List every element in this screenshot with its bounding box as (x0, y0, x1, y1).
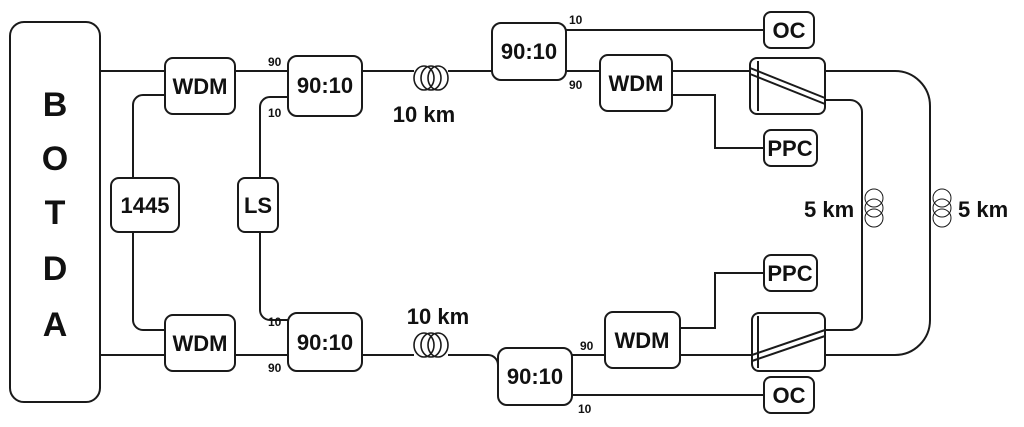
port-label-10: 10 (268, 315, 282, 329)
svg-text:OC: OC (773, 18, 806, 43)
wdm-bottom-right: WDM (604, 311, 681, 369)
botda-unit: B O T D A (9, 21, 101, 403)
port-label-90: 90 (268, 55, 282, 69)
botda-letter: O (42, 140, 68, 178)
ppc-bottom: PPC (763, 254, 818, 292)
fiber-length-inner: 5 km (804, 197, 854, 222)
port-label-10: 10 (578, 402, 592, 416)
fiber-length-bottom: 10 km (407, 304, 469, 329)
fiber-spool-inner-icon (864, 188, 884, 228)
svg-text:WDM: WDM (609, 71, 664, 96)
circulator-bottom-icon (751, 312, 826, 372)
coupler-bottom-right: 90:10 (497, 347, 573, 406)
botda-letter: T (45, 194, 66, 232)
oc-bottom: OC (763, 376, 815, 414)
port-label-10: 10 (569, 13, 583, 27)
svg-text:WDM: WDM (173, 74, 228, 99)
wdm-top-left: WDM (164, 57, 236, 115)
fiber-length-outer: 5 km (958, 197, 1008, 222)
svg-text:90:10: 90:10 (501, 39, 557, 64)
port-label-90: 90 (268, 361, 282, 375)
botda-letter: B (43, 86, 68, 124)
svg-text:PPC: PPC (767, 136, 812, 161)
svg-text:90:10: 90:10 (297, 330, 353, 355)
circulator-top-icon (749, 57, 826, 115)
botda-letter: D (43, 250, 68, 288)
botda-letter: A (43, 306, 68, 344)
svg-text:WDM: WDM (173, 331, 228, 356)
fiber-spool-bottom-icon (413, 332, 449, 358)
svg-text:LS: LS (244, 193, 272, 218)
port-label-90: 90 (580, 339, 594, 353)
filter-1445: 1445 (110, 177, 180, 233)
coupler-top-right: 90:10 (491, 22, 567, 81)
svg-text:1445: 1445 (121, 193, 170, 218)
fiber-spool-outer-icon (932, 188, 952, 228)
svg-text:90:10: 90:10 (507, 364, 563, 389)
svg-text:WDM: WDM (615, 328, 670, 353)
port-label-90: 90 (569, 78, 583, 92)
coupler-top-left: 90:10 (287, 55, 363, 117)
svg-text:OC: OC (773, 383, 806, 408)
coupler-bottom-left: 90:10 (287, 312, 363, 372)
fiber-length-top: 10 km (393, 102, 455, 127)
svg-text:90:10: 90:10 (297, 73, 353, 98)
svg-text:PPC: PPC (767, 261, 812, 286)
ppc-top: PPC (763, 129, 818, 167)
fiber-spool-top-icon (413, 65, 449, 91)
fiber-connections (100, 29, 931, 396)
wdm-top-right: WDM (599, 54, 673, 112)
oc-top: OC (763, 11, 815, 49)
laser-source: LS (237, 177, 279, 233)
wdm-bottom-left: WDM (164, 314, 236, 372)
port-label-10: 10 (268, 106, 282, 120)
